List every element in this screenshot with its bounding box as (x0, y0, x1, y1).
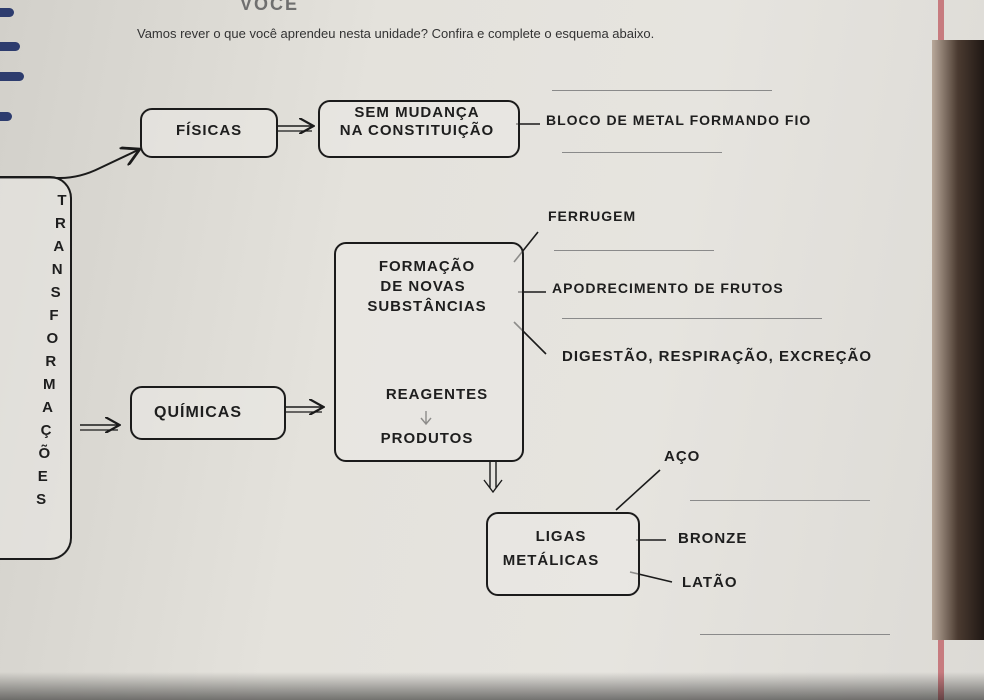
page-edge-tabs (0, 0, 40, 140)
vertical-letter: O (46, 330, 59, 347)
produtos-label: PRODUTOS (380, 430, 474, 447)
answer-line (700, 634, 890, 635)
fisicas-label: FÍSICAS (176, 122, 243, 139)
tab-mark (0, 42, 20, 51)
quimicas-box (130, 386, 286, 440)
vertical-letter: S (36, 491, 47, 508)
vertical-letter: R (45, 353, 57, 370)
formacao-line3: SUBSTÂNCIAS (367, 298, 487, 315)
ligas-line2: METÁLICAS (502, 552, 600, 569)
formacao-box (334, 242, 524, 462)
example-apodrecimento: APODRECIMENTO DE FRUTOS (552, 280, 784, 296)
tab-mark (0, 8, 14, 17)
vertical-letter: T (57, 192, 67, 209)
vertical-letter: F (49, 307, 59, 324)
example-digestao: DIGESTÃO, RESPIRAÇÃO, EXCREÇÃO (562, 348, 873, 365)
ligas-line1: LIGAS (535, 528, 587, 545)
vertical-letter: E (37, 468, 48, 485)
answer-line (554, 250, 714, 251)
vertical-letter: N (51, 261, 63, 278)
answer-line (562, 152, 722, 153)
arrow-down-icon (483, 460, 503, 494)
instruction-text: Vamos rever o que você aprendeu nesta un… (137, 26, 655, 41)
example-latao: LATÃO (682, 574, 738, 591)
example-ferrugem: FERRUGEM (548, 208, 637, 224)
answer-line (562, 318, 822, 319)
vertical-letter: S (50, 284, 61, 301)
formacao-line1: FORMAÇÃO (378, 258, 476, 275)
quimicas-label: QUÍMICAS (154, 404, 242, 421)
answer-line (552, 90, 772, 91)
tab-mark (0, 112, 12, 121)
vertical-letter: M (42, 376, 56, 393)
vertical-letter: Ç (40, 422, 52, 439)
section-title: VOCÊ (240, 0, 300, 14)
transformacoes-bracket (0, 176, 72, 560)
vertical-letter: R (54, 215, 66, 232)
arrow-right-icon (0, 150, 138, 179)
sem-mudanca-box (318, 100, 520, 158)
ligas-box (486, 512, 640, 596)
vertical-letter: A (53, 238, 65, 255)
photo-shadow (0, 672, 984, 700)
sem-mudanca-line2: NA CONSTITUIÇÃO (339, 122, 495, 139)
example-aco: AÇO (664, 448, 701, 465)
vertical-letter: A (42, 399, 54, 416)
reagentes-label: REAGENTES (385, 386, 489, 403)
example-bronze: BRONZE (678, 530, 748, 547)
fisicas-box (140, 108, 278, 158)
formacao-line2: DE NOVAS (380, 278, 466, 295)
example-bloco-metal: BLOCO DE METAL FORMANDO FIO (546, 112, 812, 128)
answer-line (690, 500, 870, 501)
sem-mudanca-line1: SEM MUDANÇA (354, 104, 480, 121)
vertical-letter: Õ (38, 445, 51, 462)
tab-mark (0, 72, 24, 81)
book-spine-shadow (932, 40, 984, 640)
